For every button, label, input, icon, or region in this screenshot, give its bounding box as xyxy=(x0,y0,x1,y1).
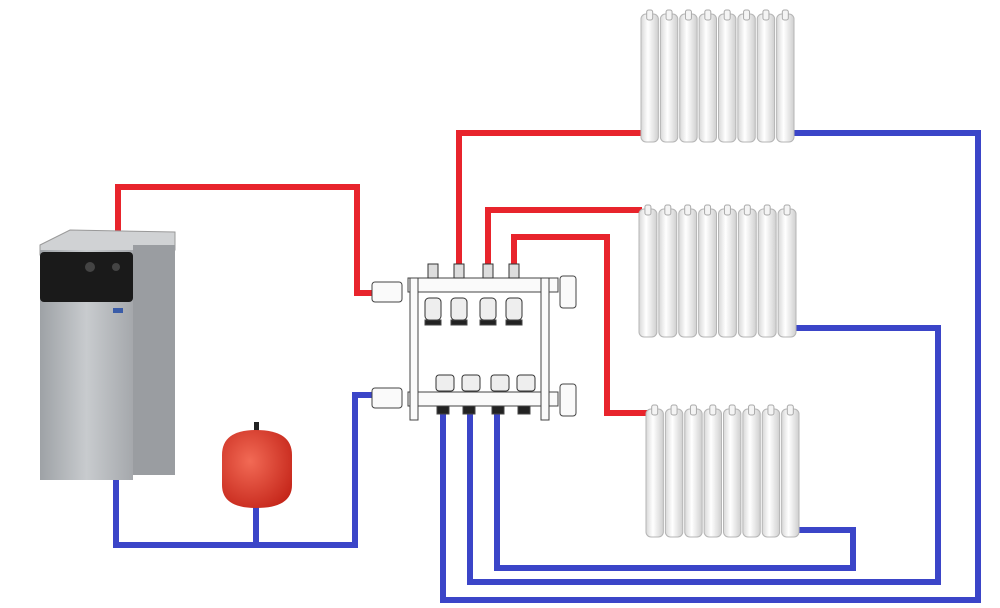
expansion-vessel xyxy=(222,422,292,508)
radiator-section-cap xyxy=(644,204,652,216)
radiator-section-cap xyxy=(684,204,692,216)
radiator-section-cap xyxy=(763,204,771,216)
radiator-section xyxy=(737,208,757,338)
boiler-return-pipe xyxy=(113,392,378,548)
return-pipes xyxy=(113,130,981,603)
radiator-section xyxy=(718,13,737,143)
radiator-section xyxy=(718,208,737,338)
radiator-section-cap xyxy=(689,404,697,416)
supply-pipe-radiator-2 xyxy=(485,207,642,272)
radiator-section-cap xyxy=(646,9,654,21)
flow-valve-top[interactable] xyxy=(505,297,523,321)
radiator-section-cap xyxy=(709,404,717,416)
radiator-section xyxy=(678,208,698,338)
radiator-section xyxy=(723,408,742,538)
return-outlet xyxy=(517,405,531,415)
return-valve[interactable] xyxy=(490,374,510,392)
return-pipe-radiator-3 xyxy=(494,412,856,571)
boiler xyxy=(39,229,176,480)
supply-ball-valve[interactable] xyxy=(371,281,403,303)
supply-outlet xyxy=(427,263,439,279)
radiator-section-cap xyxy=(670,404,678,416)
flow-valve-top[interactable] xyxy=(450,297,468,321)
radiator-section xyxy=(756,13,776,143)
radiator-section xyxy=(703,408,722,538)
supply-pipe-radiator-1 xyxy=(456,130,642,272)
radiator-section-cap xyxy=(723,9,731,21)
supply-outlet xyxy=(453,263,465,279)
radiator-section-cap xyxy=(684,9,692,21)
radiator-section xyxy=(737,13,756,143)
supply-outlet xyxy=(482,263,494,279)
radiator-section xyxy=(679,13,698,143)
boiler-knob-icon xyxy=(85,262,95,272)
radiator-section xyxy=(640,13,659,143)
radiator-section-cap xyxy=(762,9,770,21)
radiator-section xyxy=(638,208,658,338)
radiator-1 xyxy=(640,9,795,143)
radiator-section-cap xyxy=(783,204,791,216)
radiator-section xyxy=(658,208,678,338)
radiator-section-cap xyxy=(664,204,672,216)
radiator-section xyxy=(776,13,795,143)
return-outlet xyxy=(491,405,505,415)
radiator-section-cap xyxy=(704,9,712,21)
supply-outlet xyxy=(508,263,520,279)
radiator-section-cap xyxy=(767,404,775,416)
radiator-section xyxy=(645,408,664,538)
radiator-section-cap xyxy=(651,404,659,416)
radiator-section xyxy=(664,408,684,538)
radiator-3 xyxy=(645,404,800,538)
return-pipe-radiator-2 xyxy=(467,325,941,585)
radiator-section xyxy=(698,208,717,338)
radiator-section-cap xyxy=(786,404,794,416)
flow-valve-top[interactable] xyxy=(479,297,497,321)
valve-cap xyxy=(479,319,497,326)
valve-cap xyxy=(424,319,442,326)
boiler-logo xyxy=(113,308,123,313)
radiator-section xyxy=(781,408,800,538)
radiator-section xyxy=(761,408,781,538)
radiator-section-cap xyxy=(781,9,789,21)
drain-valve[interactable] xyxy=(559,383,577,417)
manifold xyxy=(371,263,577,421)
radiator-section-cap xyxy=(704,204,712,216)
valve-cap xyxy=(450,319,468,326)
radiator-section xyxy=(659,13,679,143)
boiler-knob-icon xyxy=(112,263,120,271)
return-valve[interactable] xyxy=(461,374,481,392)
flow-valve-top[interactable] xyxy=(424,297,442,321)
return-ball-valve[interactable] xyxy=(371,387,403,409)
return-outlet xyxy=(462,405,476,415)
radiator-section-cap xyxy=(748,404,756,416)
radiator-section xyxy=(742,408,761,538)
radiator-section xyxy=(757,208,777,338)
boiler-supply-pipe xyxy=(115,184,378,296)
radiator-section xyxy=(684,408,703,538)
radiator-section-cap xyxy=(743,204,751,216)
return-outlet xyxy=(436,405,450,415)
radiator-section xyxy=(777,208,797,338)
radiator-section-cap xyxy=(728,404,736,416)
radiator-section xyxy=(698,13,717,143)
radiator-section-cap xyxy=(743,9,751,21)
return-pipe-radiator-1 xyxy=(440,130,981,603)
supply-pipe-radiator-3 xyxy=(511,234,648,416)
return-valve[interactable] xyxy=(516,374,536,392)
air-vent-valve[interactable] xyxy=(559,275,577,309)
radiator-section-cap xyxy=(665,9,673,21)
radiator-section-cap xyxy=(723,204,731,216)
radiator-2 xyxy=(638,204,797,338)
supply-pipes xyxy=(115,130,648,416)
valve-cap xyxy=(505,319,523,326)
return-valve[interactable] xyxy=(435,374,455,392)
